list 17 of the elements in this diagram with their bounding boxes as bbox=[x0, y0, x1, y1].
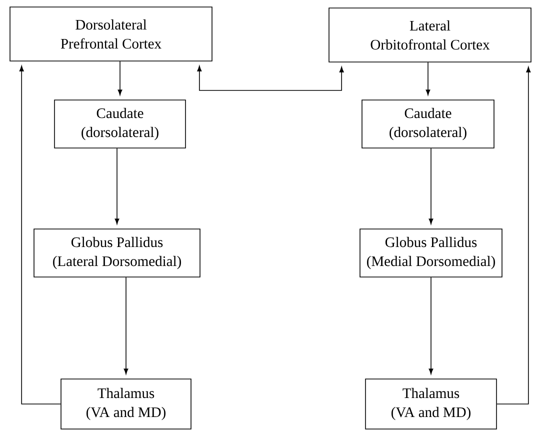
arrow bbox=[197, 66, 344, 91]
box: Globus Pallidus (Lateral Dorsomedial) bbox=[34, 228, 200, 278]
arrow bbox=[114, 148, 120, 224]
arrow bbox=[118, 61, 122, 96]
box: Caudate (dorsolateral) bbox=[362, 100, 494, 148]
box: Dorsolateral Prefrontal Cortex bbox=[10, 6, 212, 62]
arrow bbox=[428, 277, 434, 374]
box: Lateral Orbitofrontal Cortex bbox=[328, 8, 532, 62]
arrow bbox=[19, 66, 61, 404]
box: Thalamus (VA and MD) bbox=[365, 378, 497, 430]
arrow bbox=[426, 62, 430, 96]
arrow bbox=[124, 277, 128, 374]
box: Caudate (dorsolateral) bbox=[54, 100, 186, 148]
arrow bbox=[496, 66, 531, 404]
box: Thalamus (VA and MD) bbox=[60, 378, 192, 430]
arrow bbox=[428, 148, 434, 224]
box: Globus Pallidus (Medial Dorsomedial) bbox=[360, 228, 502, 278]
